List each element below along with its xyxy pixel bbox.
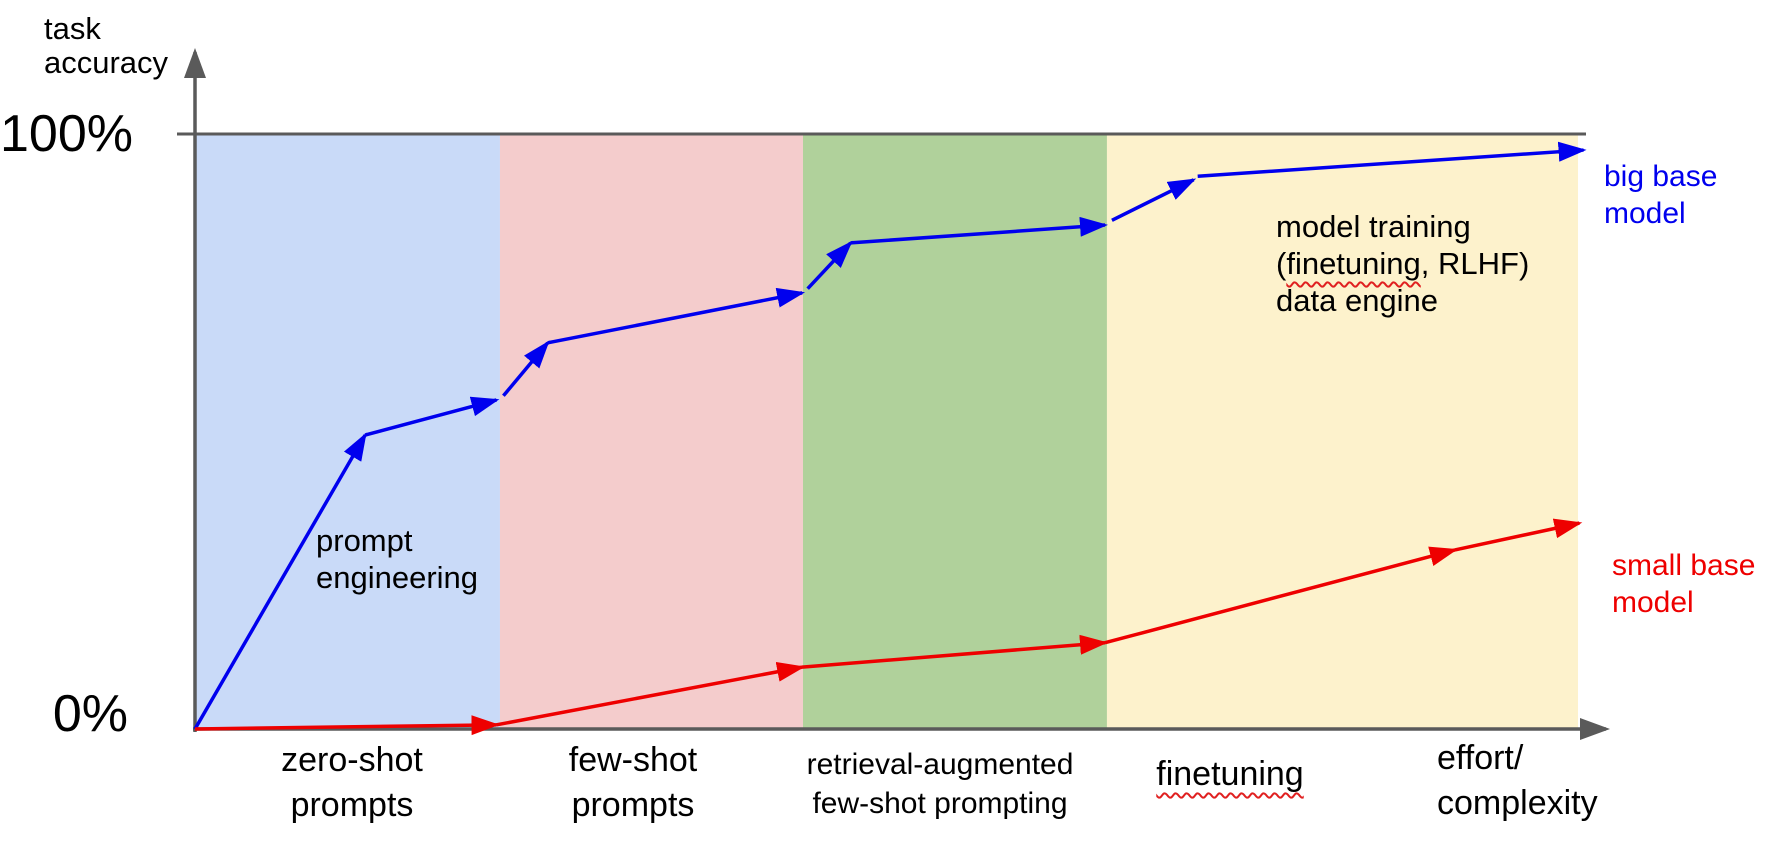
band-zero-shot (195, 135, 500, 729)
band-label-zero-shot: zero-shot prompts (281, 741, 423, 824)
series-small-segment-2 (496, 661, 806, 727)
series-big-segment-1 (193, 432, 367, 730)
band-label-retrieval-augmented: retrieval-augmented few-shot prompting (806, 748, 1074, 820)
series-big-segment-2 (364, 396, 500, 437)
axes (177, 48, 1610, 740)
series-small-segment-3 (801, 634, 1109, 669)
band-label-finetuning-text: finetuning (1156, 755, 1304, 793)
annotation-prompt-engineering: prompt engineering (316, 523, 479, 595)
band-label-few-shot: few-shot prompts (568, 741, 698, 824)
series-big-segment-7 (1111, 178, 1197, 222)
series-big-segment-4 (547, 287, 806, 345)
band-label-finetuning: finetuning (1120, 752, 1340, 797)
band-few-shot (499, 135, 803, 729)
series-small-segment-1 (194, 715, 500, 736)
y-tick-100: 100% (0, 105, 133, 163)
series-lines (193, 141, 1587, 736)
annotation-model-training-line1: model training (1276, 209, 1471, 244)
annotation-model-training-line3: data engine (1276, 283, 1439, 318)
series-big-segment-6 (850, 216, 1109, 245)
series-small-segment-4 (1104, 546, 1458, 645)
background-bands (195, 135, 1578, 729)
annotation-model-training: model training (finetuning, RLHF) data e… (1276, 208, 1529, 319)
finetuning-misspelled-word: finetuning (1286, 246, 1421, 281)
band-finetuning (1106, 135, 1578, 729)
paren-open: ( (1276, 246, 1287, 281)
series-small-segment-5 (1454, 518, 1583, 552)
series-label-big-base-model: big base model (1604, 160, 1718, 230)
x-axis-title: effort/ complexity (1437, 739, 1598, 822)
line2-rest: , RLHF) (1420, 246, 1530, 281)
series-label-small-base-model: small base model (1612, 549, 1756, 619)
y-axis-title: task accuracy (44, 11, 169, 80)
series-big-segment-8 (1197, 141, 1587, 178)
series-big-segment-3 (502, 340, 550, 397)
band-retrieval-augmented (802, 135, 1107, 729)
y-tick-0: 0% (52, 685, 128, 743)
series-big-segment-5 (806, 240, 853, 290)
annotation-model-training-line2: (finetuning, RLHF) (1276, 245, 1529, 282)
